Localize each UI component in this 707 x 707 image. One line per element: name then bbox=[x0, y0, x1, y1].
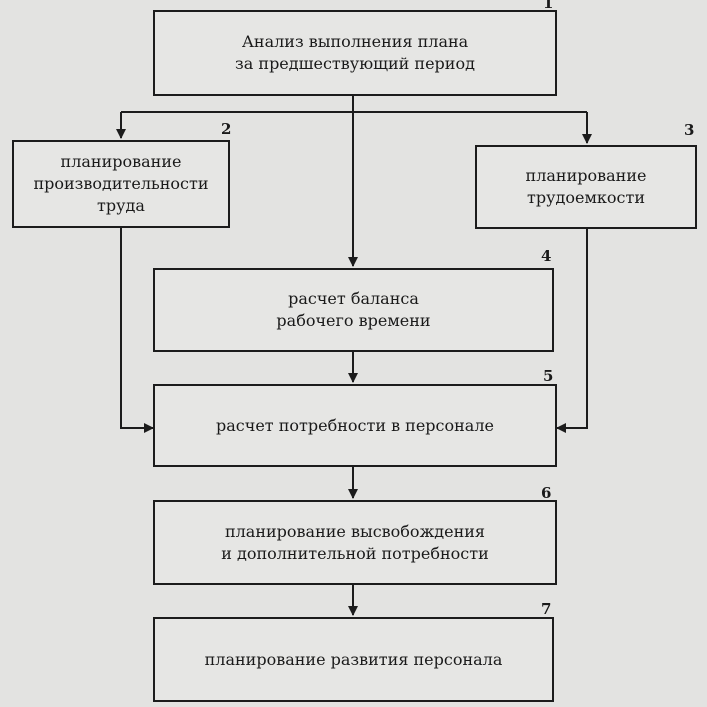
box-4-text: расчет баланса рабочего времени bbox=[276, 289, 431, 330]
box-3-text: планирование трудоемкости bbox=[525, 166, 647, 207]
box-working-time-balance: расчет баланса рабочего времени bbox=[153, 268, 554, 352]
box-4-number: 4 bbox=[541, 247, 552, 265]
box-release-and-additional-demand: планирование высвобождения и дополнитель… bbox=[153, 500, 557, 585]
box-5-number: 5 bbox=[543, 367, 554, 385]
arrow-box-2-to-box-5 bbox=[120, 228, 154, 433]
arrow-box-3-to-box-5 bbox=[556, 229, 588, 433]
box-2-text: планирование производительности труда bbox=[33, 152, 209, 215]
box-labor-productivity-planning: планирование производительности труда bbox=[12, 140, 230, 228]
box-7-number: 7 bbox=[541, 600, 552, 618]
box-1-text: Анализ выполнения плана за предшествующи… bbox=[235, 32, 475, 73]
box-7-text: планирование развития персонала bbox=[204, 649, 503, 669]
box-analysis-previous-period: Анализ выполнения плана за предшествующи… bbox=[153, 10, 557, 96]
box-staff-development-planning: планирование развития персонала bbox=[153, 617, 554, 702]
box-5-text: расчет потребности в персонале bbox=[216, 415, 494, 435]
box-6-number: 6 bbox=[541, 484, 552, 502]
box-3-number: 3 bbox=[684, 121, 695, 139]
box-6-text: планирование высвобождения и дополнитель… bbox=[221, 521, 489, 563]
box-2-number: 2 bbox=[221, 120, 232, 138]
box-labor-intensity-planning: планирование трудоемкости bbox=[475, 145, 697, 229]
box-staff-requirement-calculation: расчет потребности в персонале bbox=[153, 384, 557, 467]
box-1-number: 1 bbox=[543, 0, 554, 12]
